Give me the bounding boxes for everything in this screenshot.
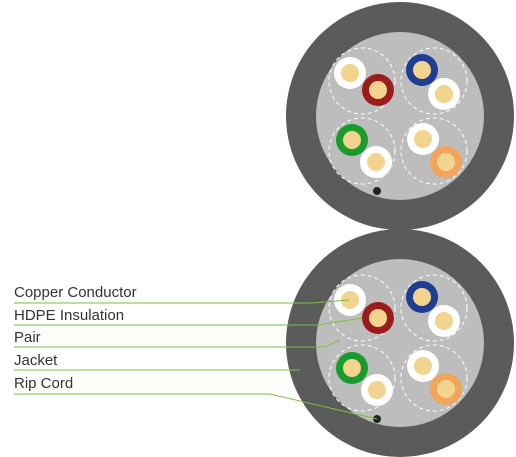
pair-boundary — [400, 117, 468, 185]
copper-conductor — [368, 381, 386, 399]
copper-conductor — [437, 380, 455, 398]
pair-brown — [328, 274, 396, 342]
pair-boundary — [400, 274, 468, 342]
copper-conductor — [414, 130, 432, 148]
rip-cord — [373, 187, 381, 195]
pair-boundary — [400, 47, 468, 115]
copper-conductor — [367, 153, 385, 171]
pair-green — [328, 117, 396, 185]
copper-conductor — [413, 288, 431, 306]
pair-orange — [400, 344, 468, 412]
label-rip-cord: Rip Cord — [14, 375, 74, 392]
cable-cross-section-top — [286, 2, 514, 230]
cable-cross-section-bottom — [286, 229, 514, 457]
copper-conductor — [435, 85, 453, 103]
label-copper-conductor: Copper Conductor — [14, 284, 137, 301]
pair-brown — [328, 47, 396, 115]
jacket-inner — [316, 32, 484, 200]
copper-conductor — [437, 153, 455, 171]
copper-conductor — [414, 357, 432, 375]
pair-blue — [400, 274, 468, 342]
copper-conductor — [369, 309, 387, 327]
leader-hdpe-insulation — [14, 317, 363, 326]
label-pair: Pair — [14, 329, 41, 346]
copper-conductor — [341, 291, 359, 309]
jacket-inner — [316, 259, 484, 427]
pair-boundary — [328, 47, 396, 115]
pair-green — [328, 344, 396, 412]
copper-conductor — [341, 64, 359, 82]
leader-rip-cord — [14, 393, 378, 420]
leader-lines — [14, 299, 378, 420]
pair-orange — [400, 117, 468, 185]
pair-boundary — [400, 344, 468, 412]
pair-blue — [400, 47, 468, 115]
leader-copper-conductor — [14, 299, 350, 304]
label-hdpe-insulation: HDPE Insulation — [14, 307, 125, 324]
copper-conductor — [435, 312, 453, 330]
copper-conductor — [413, 61, 431, 79]
copper-conductor — [369, 81, 387, 99]
copper-conductor — [343, 359, 361, 377]
leader-pair — [14, 339, 341, 348]
pair-boundary — [328, 117, 396, 185]
pair-boundary — [328, 274, 396, 342]
pair-boundary — [328, 344, 396, 412]
label-jacket: Jacket — [14, 352, 58, 369]
copper-conductor — [343, 131, 361, 149]
